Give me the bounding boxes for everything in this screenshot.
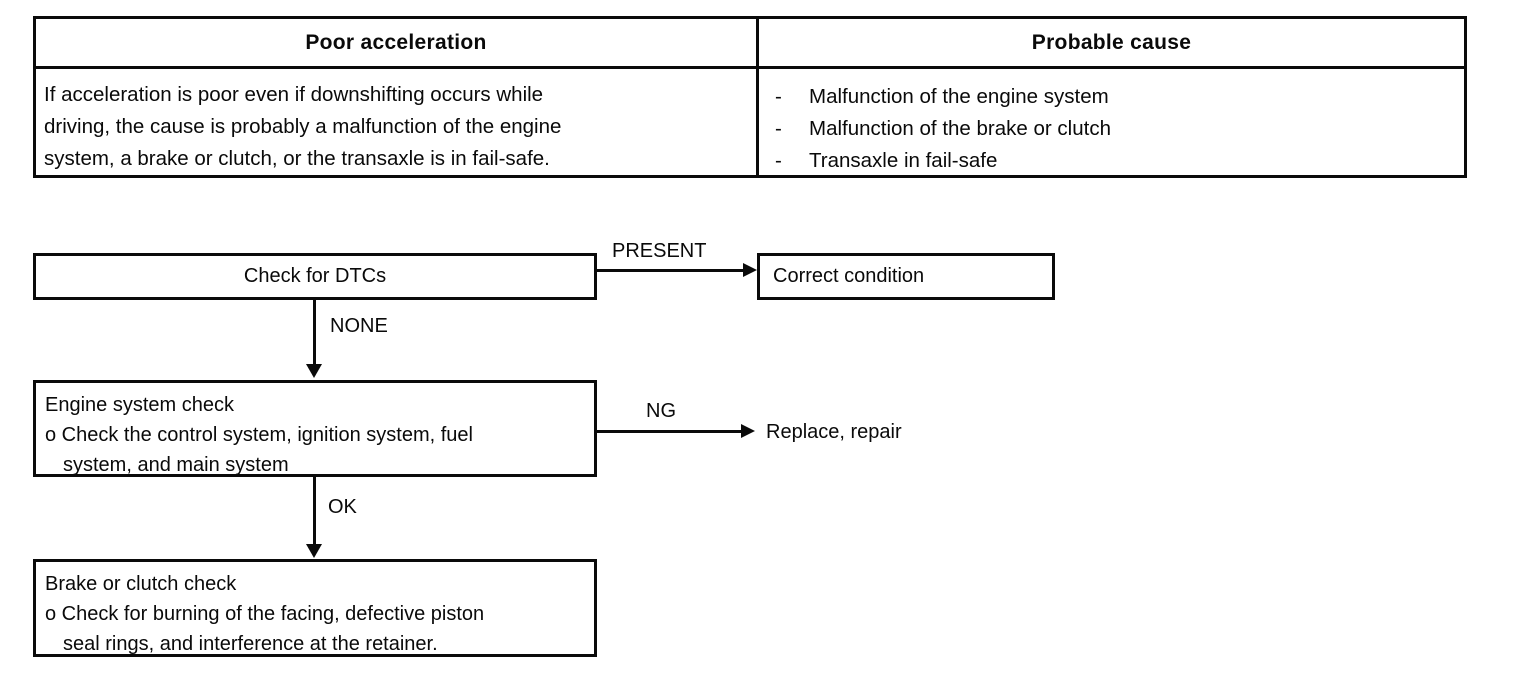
flow-step-label: Correct condition bbox=[773, 265, 925, 287]
table-header-symptom: Poor acceleration bbox=[305, 30, 487, 54]
flow-step-detail: o Check for burning of the facing, defec… bbox=[45, 603, 485, 625]
present-arrowhead-icon bbox=[743, 263, 757, 277]
flow-step-brake-clutch-check: Brake or clutch check o Check for burnin… bbox=[33, 559, 597, 657]
probable-cause-cell: - Malfunction of the engine system - Mal… bbox=[756, 66, 1464, 177]
ok-arrow-line bbox=[313, 477, 316, 545]
flow-step-detail: seal rings, and interference at the reta… bbox=[63, 633, 438, 655]
none-arrow-line bbox=[313, 300, 316, 365]
branch-label-present: PRESENT bbox=[612, 240, 707, 262]
flow-step-detail: o Check the control system, ignition sys… bbox=[45, 424, 473, 446]
dash-bullet: - bbox=[775, 149, 782, 172]
branch-label-none: NONE bbox=[330, 315, 388, 337]
flow-step-check-dtcs: Check for DTCs bbox=[33, 253, 597, 300]
ng-arrow-line bbox=[597, 430, 742, 433]
cause-text: Malfunction of the brake or clutch bbox=[809, 117, 1111, 140]
flow-step-correct-condition: Correct condition bbox=[757, 253, 1055, 300]
symptom-line: driving, the cause is probably a malfunc… bbox=[44, 115, 562, 138]
flow-action-replace-repair: Replace, repair bbox=[766, 421, 902, 443]
flow-step-label: Check for DTCs bbox=[243, 265, 387, 287]
table-header-cause: Probable cause bbox=[756, 19, 1464, 66]
cause-text: Malfunction of the engine system bbox=[809, 85, 1109, 108]
ok-arrowhead-icon bbox=[306, 544, 322, 558]
branch-label-ng: NG bbox=[646, 400, 676, 422]
symptom-cause-table: Poor acceleration Probable cause If acce… bbox=[33, 16, 1467, 178]
flow-step-detail: system, and main system bbox=[63, 454, 289, 476]
branch-label-ok: OK bbox=[328, 496, 357, 518]
flow-step-engine-system-check: Engine system check o Check the control … bbox=[33, 380, 597, 477]
symptom-line: system, a brake or clutch, or the transa… bbox=[44, 147, 550, 170]
present-arrow-line bbox=[597, 269, 744, 272]
symptom-line: If acceleration is poor even if downshif… bbox=[44, 83, 544, 106]
cause-text: Transaxle in fail-safe bbox=[809, 149, 998, 172]
cause-item: - Malfunction of the engine system bbox=[759, 81, 1464, 113]
symptom-description-cell: If acceleration is poor even if downshif… bbox=[36, 66, 756, 177]
none-arrowhead-icon bbox=[306, 364, 322, 378]
ng-arrowhead-icon bbox=[741, 424, 755, 438]
cause-item: - Malfunction of the brake or clutch bbox=[759, 113, 1464, 145]
flow-step-title: Engine system check bbox=[45, 394, 234, 416]
dash-bullet: - bbox=[775, 117, 782, 140]
dash-bullet: - bbox=[775, 85, 782, 108]
flow-step-title: Brake or clutch check bbox=[45, 573, 237, 595]
cause-item: - Transaxle in fail-safe bbox=[759, 145, 1464, 177]
